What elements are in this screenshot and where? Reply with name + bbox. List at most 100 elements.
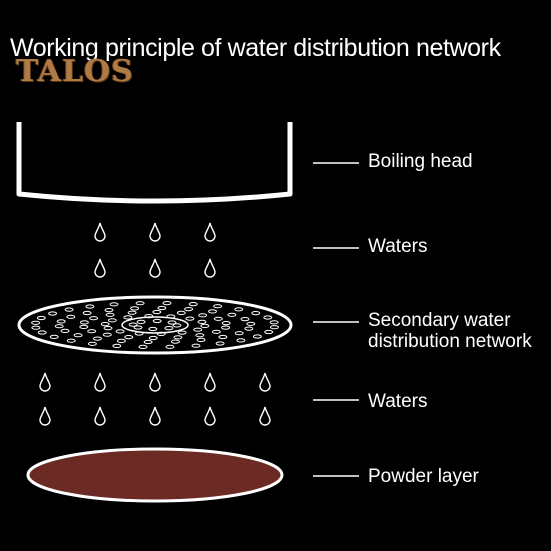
- network-hole: [115, 329, 125, 334]
- network-hole: [66, 314, 76, 319]
- network-hole: [269, 325, 279, 330]
- network-hole: [164, 326, 174, 331]
- water-drop-icon: [149, 406, 161, 426]
- network-hole: [156, 331, 166, 336]
- label-waters-lower: Waters: [368, 391, 428, 412]
- network-hole: [251, 311, 261, 316]
- network-hole: [104, 308, 114, 313]
- distribution-network-disc: [17, 295, 293, 355]
- talos-logo: TALOS: [16, 54, 134, 89]
- network-hole: [236, 338, 246, 343]
- powder-layer-disc: [26, 447, 284, 503]
- network-hole: [170, 339, 180, 344]
- network-hole: [165, 344, 175, 349]
- water-drop-icon: [149, 372, 161, 392]
- water-drop-icon: [39, 372, 51, 392]
- network-hole: [177, 330, 187, 335]
- network-hole: [107, 318, 117, 323]
- network-hole: [112, 343, 122, 348]
- network-hole: [66, 338, 76, 343]
- network-hole: [176, 310, 186, 315]
- water-drop-icon: [259, 406, 271, 426]
- network-hole: [116, 338, 126, 343]
- network-hole: [200, 323, 210, 328]
- network-hole: [215, 341, 225, 346]
- network-hole: [138, 344, 148, 349]
- label-waters-upper: Waters: [368, 236, 428, 257]
- network-hole: [79, 320, 89, 325]
- network-hole: [82, 310, 92, 316]
- network-hole: [234, 331, 244, 336]
- water-drop-icon: [39, 406, 51, 426]
- network-hole: [102, 332, 112, 337]
- network-hole: [193, 327, 203, 332]
- network-hole: [134, 331, 144, 336]
- network-hole: [195, 333, 205, 338]
- network-hole: [157, 305, 167, 311]
- network-hole: [185, 316, 195, 321]
- network-hole: [252, 334, 262, 339]
- network-hole: [60, 328, 70, 333]
- network-hole: [37, 330, 47, 335]
- network-hole: [56, 319, 66, 324]
- network-hole: [87, 341, 97, 346]
- network-hole: [49, 334, 59, 339]
- network-hole: [213, 316, 223, 321]
- network-hole: [73, 333, 83, 338]
- network-hole: [31, 325, 41, 330]
- water-drop-icon: [204, 258, 216, 278]
- network-hole: [166, 314, 176, 319]
- label-boiling-head: Boiling head: [368, 151, 473, 172]
- network-hole: [87, 329, 97, 334]
- network-hole: [123, 315, 133, 320]
- network-hole: [198, 313, 208, 318]
- water-drop-icon: [204, 222, 216, 242]
- network-hole: [48, 311, 58, 316]
- network-hole: [197, 319, 207, 324]
- network-hole: [173, 335, 183, 340]
- network-hole: [85, 304, 95, 309]
- network-hole: [136, 319, 146, 324]
- network-hole: [54, 324, 64, 329]
- network-hole: [148, 326, 158, 332]
- network-hole: [172, 323, 182, 328]
- network-hole: [64, 307, 74, 312]
- boiling-head-shape: [16, 122, 293, 204]
- network-hole: [234, 307, 244, 312]
- network-hole: [127, 310, 137, 315]
- network-hole: [144, 314, 154, 319]
- network-hole: [196, 337, 206, 342]
- network-hole: [79, 324, 89, 329]
- network-hole: [188, 302, 198, 307]
- water-drop-icon: [204, 406, 216, 426]
- network-hole: [128, 322, 138, 327]
- network-hole: [221, 325, 231, 330]
- network-hole: [227, 312, 237, 317]
- network-hole: [246, 321, 256, 326]
- network-hole: [100, 322, 110, 327]
- network-hole: [264, 329, 274, 335]
- water-drop-icon: [259, 372, 271, 392]
- network-hole: [184, 307, 194, 312]
- network-hole: [152, 318, 162, 324]
- network-hole: [93, 336, 102, 341]
- network-hole: [269, 320, 279, 325]
- network-hole: [103, 326, 113, 331]
- label-powder-layer: Powder layer: [368, 466, 479, 487]
- label-network-line1: Secondary water: [368, 310, 511, 331]
- network-hole: [105, 312, 115, 317]
- network-hole: [263, 315, 273, 320]
- water-drop-icon: [204, 372, 216, 392]
- network-hole: [143, 339, 153, 345]
- network-hole: [148, 335, 158, 341]
- water-drop-icon: [149, 258, 161, 278]
- network-hole: [31, 320, 41, 325]
- network-hole: [89, 316, 99, 321]
- network-hole: [109, 302, 119, 307]
- network-hole: [240, 317, 250, 322]
- network-hole: [135, 301, 145, 306]
- lower-water-drops: [39, 372, 271, 426]
- upper-water-drops: [94, 222, 216, 278]
- network-hole: [208, 309, 217, 314]
